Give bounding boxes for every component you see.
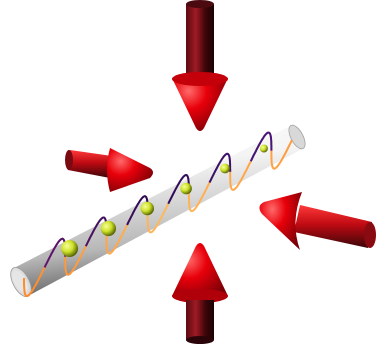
trapped-atom [100,220,116,237]
arrow-up-icon [172,243,228,344]
atom-group [61,144,268,257]
trapped-atom [140,201,154,216]
trapped-atom [180,182,192,195]
arrow-right-icon [65,148,153,192]
trapped-atom [61,240,79,257]
fiber-tube [10,124,306,298]
wave-line-warm [23,131,293,298]
wave-line-cool [208,152,232,183]
arrow-down-icon [172,0,228,131]
standing-wave [23,131,293,298]
trapped-atom [259,144,268,153]
arrow-left-icon [259,192,376,250]
wave-line-cool [249,131,273,162]
trapped-atom [220,163,230,174]
